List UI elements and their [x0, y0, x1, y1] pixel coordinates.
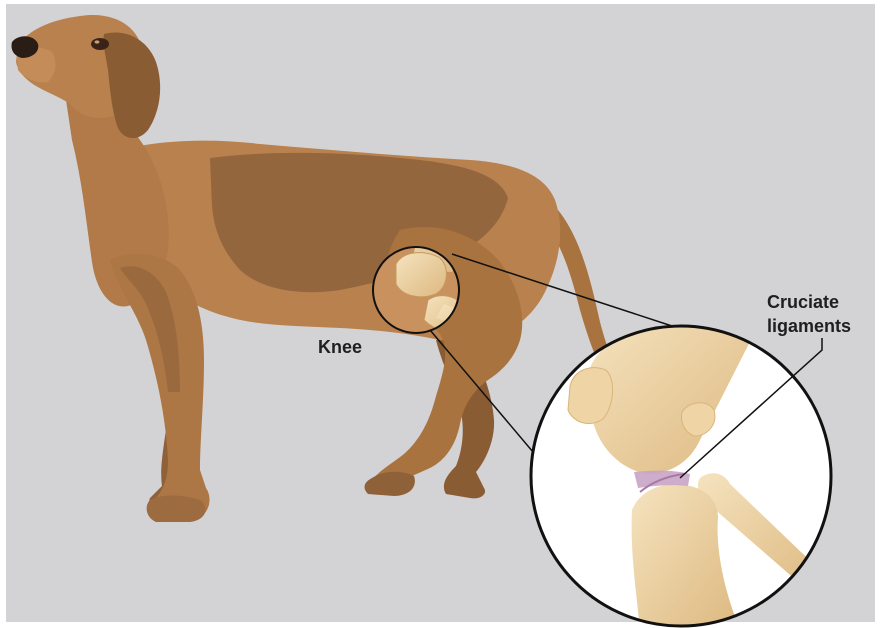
- label-cruciate-line2: ligaments: [767, 316, 851, 336]
- dog-eye: [91, 38, 109, 50]
- patella-bone: [568, 368, 613, 424]
- dog-front-paw: [147, 496, 206, 523]
- label-knee: Knee: [318, 337, 362, 357]
- label-cruciate-line1: Cruciate: [767, 292, 839, 312]
- dog-eye-highlight: [95, 40, 100, 43]
